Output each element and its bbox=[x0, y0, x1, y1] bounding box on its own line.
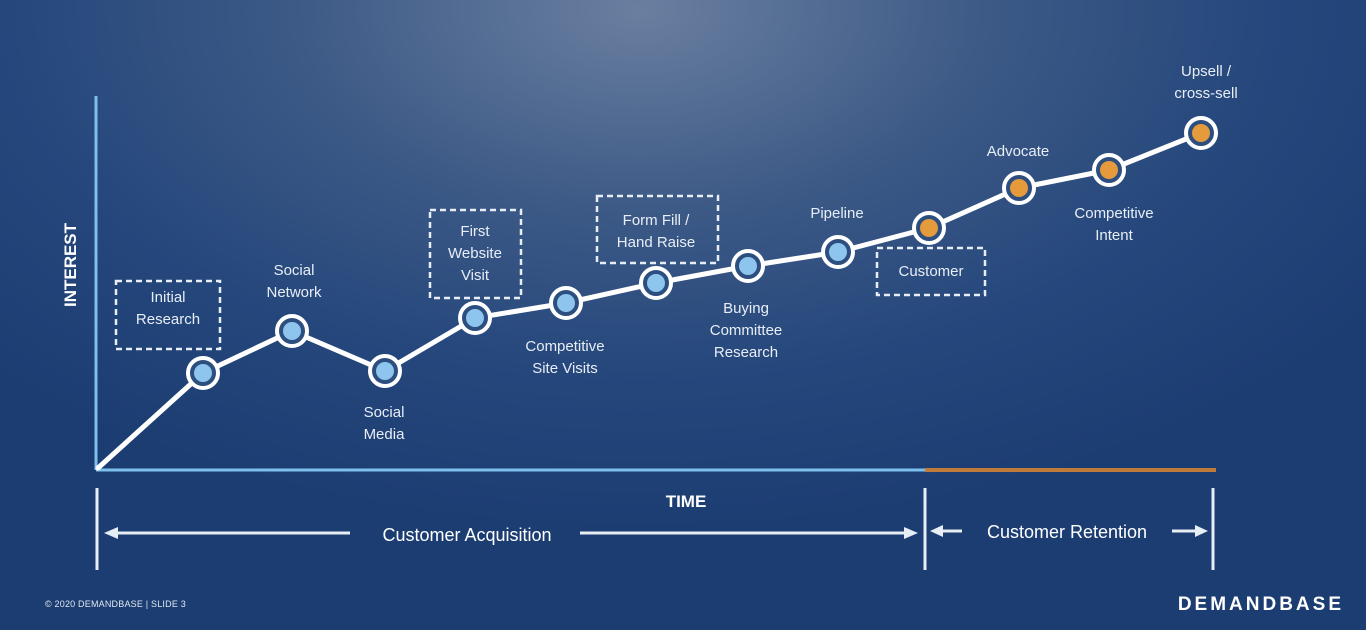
milestone-box bbox=[114, 279, 222, 351]
journey-markers bbox=[186, 116, 1218, 390]
arrowhead-ret-left bbox=[930, 525, 943, 537]
journey-label: Upsell /cross-sell bbox=[1174, 63, 1237, 102]
arrowhead-ret-right bbox=[1195, 525, 1208, 537]
x-axis-label: TIME bbox=[666, 492, 707, 511]
footer-copyright: © 2020 DEMANDBASE | SLIDE 3 bbox=[45, 599, 186, 609]
phase-brackets bbox=[95, 488, 1215, 570]
journey-marker bbox=[283, 322, 301, 340]
phase-label-acquisition: Customer Acquisition bbox=[382, 525, 551, 545]
journey-marker bbox=[557, 294, 575, 312]
journey-line bbox=[95, 130, 1204, 471]
phase-label-retention: Customer Retention bbox=[987, 522, 1147, 542]
journey-marker bbox=[376, 362, 394, 380]
journey-marker bbox=[829, 243, 847, 261]
label-boxes bbox=[114, 194, 987, 351]
journey-label: Customer bbox=[898, 263, 963, 280]
journey-marker bbox=[1192, 124, 1210, 142]
arrowhead-acq-left bbox=[104, 527, 118, 539]
journey-label: Advocate bbox=[987, 143, 1050, 160]
brand-logo: DEMANDBASE bbox=[1177, 594, 1344, 615]
journey-marker bbox=[1100, 161, 1118, 179]
journey-marker bbox=[739, 257, 757, 275]
journey-marker bbox=[647, 274, 665, 292]
y-axis-label: INTEREST bbox=[61, 222, 80, 307]
milestone-box bbox=[875, 246, 987, 297]
milestone-box bbox=[595, 194, 720, 265]
arrowhead-acq-right bbox=[904, 527, 918, 539]
phase-arrowheads bbox=[104, 525, 1208, 539]
milestone-box bbox=[428, 208, 523, 300]
journey-marker bbox=[194, 364, 212, 382]
journey-marker bbox=[466, 309, 484, 327]
journey-label: Form Fill /Hand Raise bbox=[617, 212, 695, 251]
journey-marker bbox=[1010, 179, 1028, 197]
journey-label: Pipeline bbox=[810, 205, 863, 222]
journey-marker bbox=[920, 219, 938, 237]
